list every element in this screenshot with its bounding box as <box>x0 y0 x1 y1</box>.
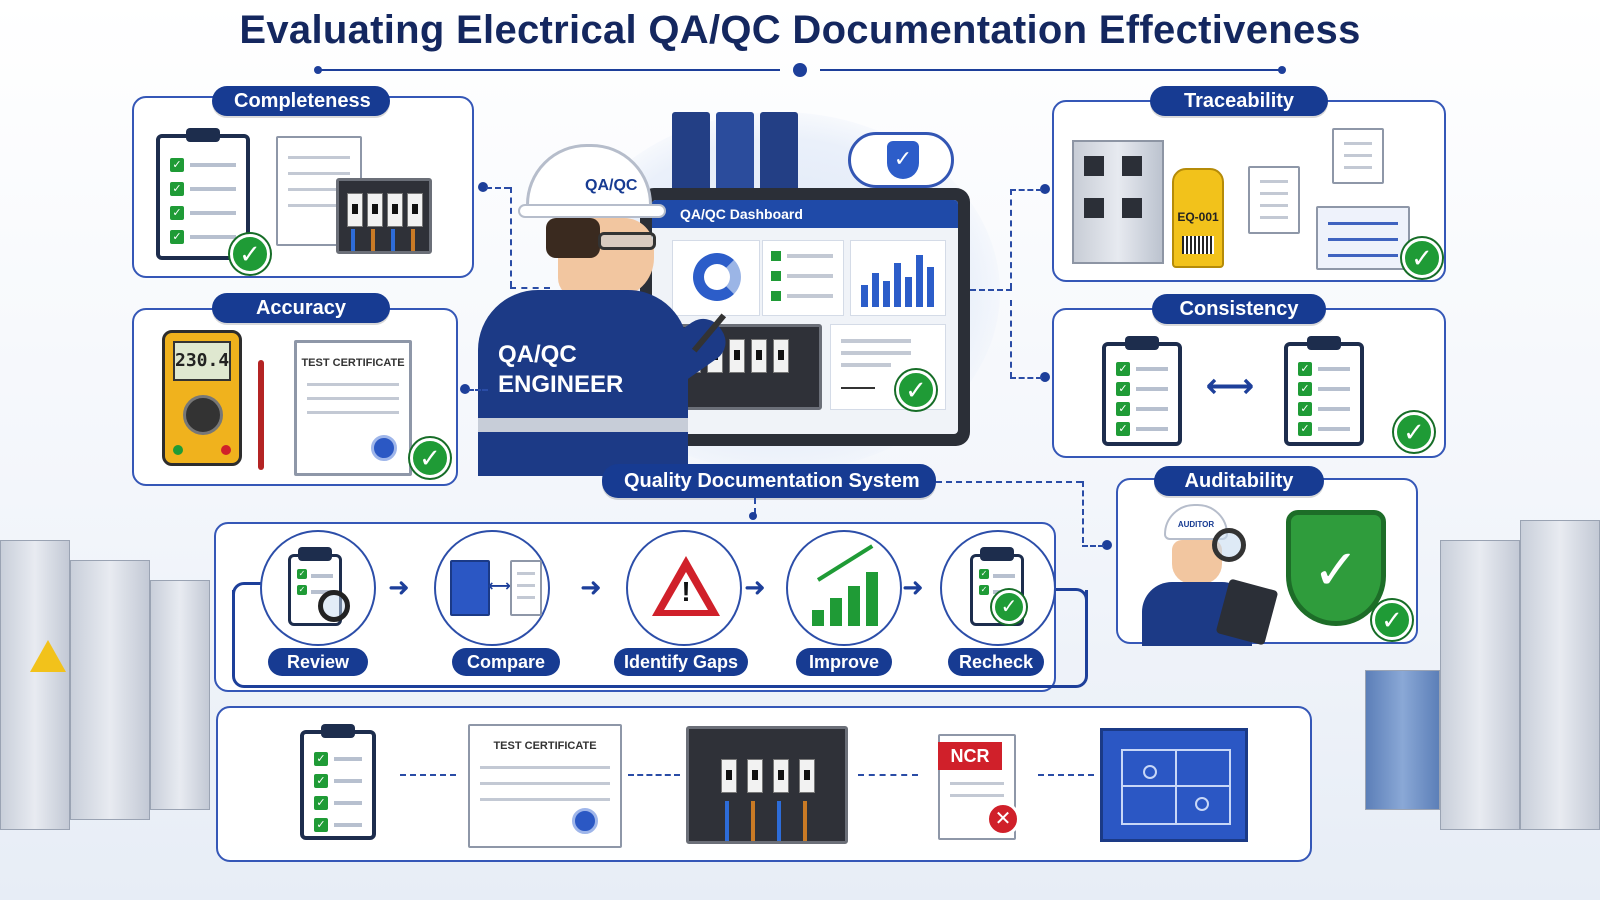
title-divider <box>314 63 1286 77</box>
consistency-clipboard-left: ✓ ✓ ✓ ✓ <box>1102 336 1182 446</box>
seal-ribbon-icon <box>371 435 397 461</box>
engineer-jacket: QA/QC ENGINEER <box>478 290 688 476</box>
safety-glasses-icon <box>598 232 656 250</box>
equipment-tag-text: EQ-001 <box>1177 210 1219 224</box>
breaker-panel-photo <box>336 178 432 254</box>
hazard-warning-icon <box>30 640 66 672</box>
recheck-check-icon: ✓ <box>992 590 1026 624</box>
multimeter-icon: 230.4 <box>162 330 242 466</box>
bottom-seal-icon <box>572 808 598 834</box>
step-recheck-label: Recheck <box>948 648 1044 676</box>
auditor-helmet-text: AUDITOR <box>1177 520 1215 529</box>
compare-document-icon <box>510 560 542 616</box>
background-cabinet-left <box>0 540 70 830</box>
step-review-circle[interactable]: ✓ ✓ <box>260 530 376 646</box>
jacket-text-2: ENGINEER <box>498 371 624 398</box>
review-magnifier-icon <box>318 590 350 622</box>
traceability-report-doc <box>1332 128 1384 184</box>
page-title: Evaluating Electrical QA/QC Documentatio… <box>239 8 1361 52</box>
background-cabinet-right <box>1440 540 1520 830</box>
switchgear-cabinet-icon <box>1072 140 1164 264</box>
step-arrow-1: ➜ <box>388 572 410 602</box>
accuracy-panel: 230.4 TEST CERTIFICATE ✓ <box>132 308 458 486</box>
cloud-shield-icon: ✓ <box>848 132 954 188</box>
certificate-title: TEST CERTIFICATE <box>301 357 405 369</box>
shield-check-icon: ✓ <box>1286 510 1386 626</box>
ncr-document-icon: NCR ✕ <box>938 734 1020 840</box>
consistency-clipboard-right: ✓ ✓ ✓ ✓ <box>1284 336 1364 446</box>
step-improve-label: Improve <box>796 648 892 676</box>
meter-reading: 230.4 <box>175 350 230 371</box>
bottom-test-certificate: TEST CERTIFICATE <box>468 724 622 848</box>
bottom-breaker-panel-photo <box>686 726 848 844</box>
qa-qc-dashboard-tablet[interactable]: QA/QC Dashboard <box>640 188 970 446</box>
binders-icon <box>672 112 802 192</box>
step-improve-circle[interactable] <box>786 530 902 646</box>
dashboard-header: QA/QC Dashboard <box>652 200 958 228</box>
qa-qc-engineer-figure: QA/QC QA/QC ENGINEER <box>478 140 734 476</box>
step-review-label: Review <box>268 648 368 676</box>
checklist-clipboard-icon: ✓ ✓ ✓ ✓ <box>156 128 250 260</box>
compare-arrows-icon: ⟷ <box>1205 367 1255 405</box>
traceability-checklist-doc <box>1248 166 1300 234</box>
jacket-text-1: QA/QC <box>498 341 577 368</box>
probe-lead-icon <box>258 360 264 470</box>
loop-return-path <box>232 590 1088 688</box>
warning-exclamation: ! <box>681 576 691 607</box>
step-arrow-2: ➜ <box>580 572 602 602</box>
auditability-panel: AUDITOR ✓ ✓ <box>1116 478 1418 646</box>
traceability-panel: EQ-001 ✓ <box>1052 100 1446 282</box>
consistency-check-icon: ✓ <box>1394 412 1434 452</box>
completeness-label: Completeness <box>212 86 390 116</box>
background-cabinet-left-3 <box>150 580 210 810</box>
loop-return-right <box>1052 588 1088 600</box>
step-arrow-3: ➜ <box>744 572 766 602</box>
quality-documentation-system-label: Quality Documentation System <box>602 464 936 498</box>
bottom-checklist-clipboard: ✓ ✓ ✓ ✓ <box>300 724 376 840</box>
auditability-check-icon: ✓ <box>1372 600 1412 640</box>
completeness-panel: ✓ ✓ ✓ ✓ ✓ <box>132 96 474 278</box>
improve-bar-chart-icon <box>812 544 882 626</box>
bottom-certificate-title: TEST CERTIFICATE <box>493 740 597 752</box>
consistency-panel: ✓ ✓ ✓ ✓ ⟷ ✓ ✓ ✓ ✓ ✓ <box>1052 308 1446 458</box>
traceability-schematic-doc <box>1316 206 1410 270</box>
bar-chart-widget <box>850 240 946 316</box>
dashboard-check-icon: ✓ <box>896 370 936 410</box>
compare-blueprint-icon <box>450 560 490 616</box>
step-arrow-4: ➜ <box>902 572 924 602</box>
loop-return-left <box>232 582 262 594</box>
compare-arrows-small-icon: ⟷ <box>488 578 511 595</box>
step-compare-circle[interactable]: ⟷ <box>434 530 550 646</box>
background-cabinet-left-2 <box>70 560 150 820</box>
accuracy-label: Accuracy <box>212 293 390 323</box>
recheck-clipboard-icon: ✓ ✓ <box>970 547 1024 626</box>
ncr-reject-icon: ✕ <box>986 802 1020 836</box>
warning-triangle-inner <box>664 572 708 610</box>
background-cabinet-right-3 <box>1365 670 1440 810</box>
auditability-label: Auditability <box>1154 466 1324 496</box>
test-certificate-document: TEST CERTIFICATE <box>294 340 412 476</box>
magnifier-icon <box>1212 528 1246 562</box>
traceability-check-icon: ✓ <box>1402 238 1442 278</box>
step-compare-label: Compare <box>452 648 560 676</box>
step-identify-gaps-label: Identify Gaps <box>614 648 748 676</box>
step-identify-gaps-circle[interactable]: ! <box>626 530 742 646</box>
checklist-widget <box>762 240 844 316</box>
step-recheck-circle[interactable]: ✓ ✓ ✓ <box>940 530 1056 646</box>
donut-chart-widget <box>672 240 760 316</box>
accuracy-check-icon: ✓ <box>410 438 450 478</box>
equipment-tag-icon: EQ-001 <box>1172 168 1224 268</box>
bottom-blueprint-icon <box>1100 728 1248 842</box>
consistency-label: Consistency <box>1152 294 1326 324</box>
completeness-check-icon: ✓ <box>230 234 270 274</box>
traceability-label: Traceability <box>1150 86 1328 116</box>
auditor-figure: AUDITOR <box>1128 500 1279 646</box>
ncr-label: NCR <box>938 742 1002 770</box>
background-cabinet-right-2 <box>1520 520 1600 830</box>
